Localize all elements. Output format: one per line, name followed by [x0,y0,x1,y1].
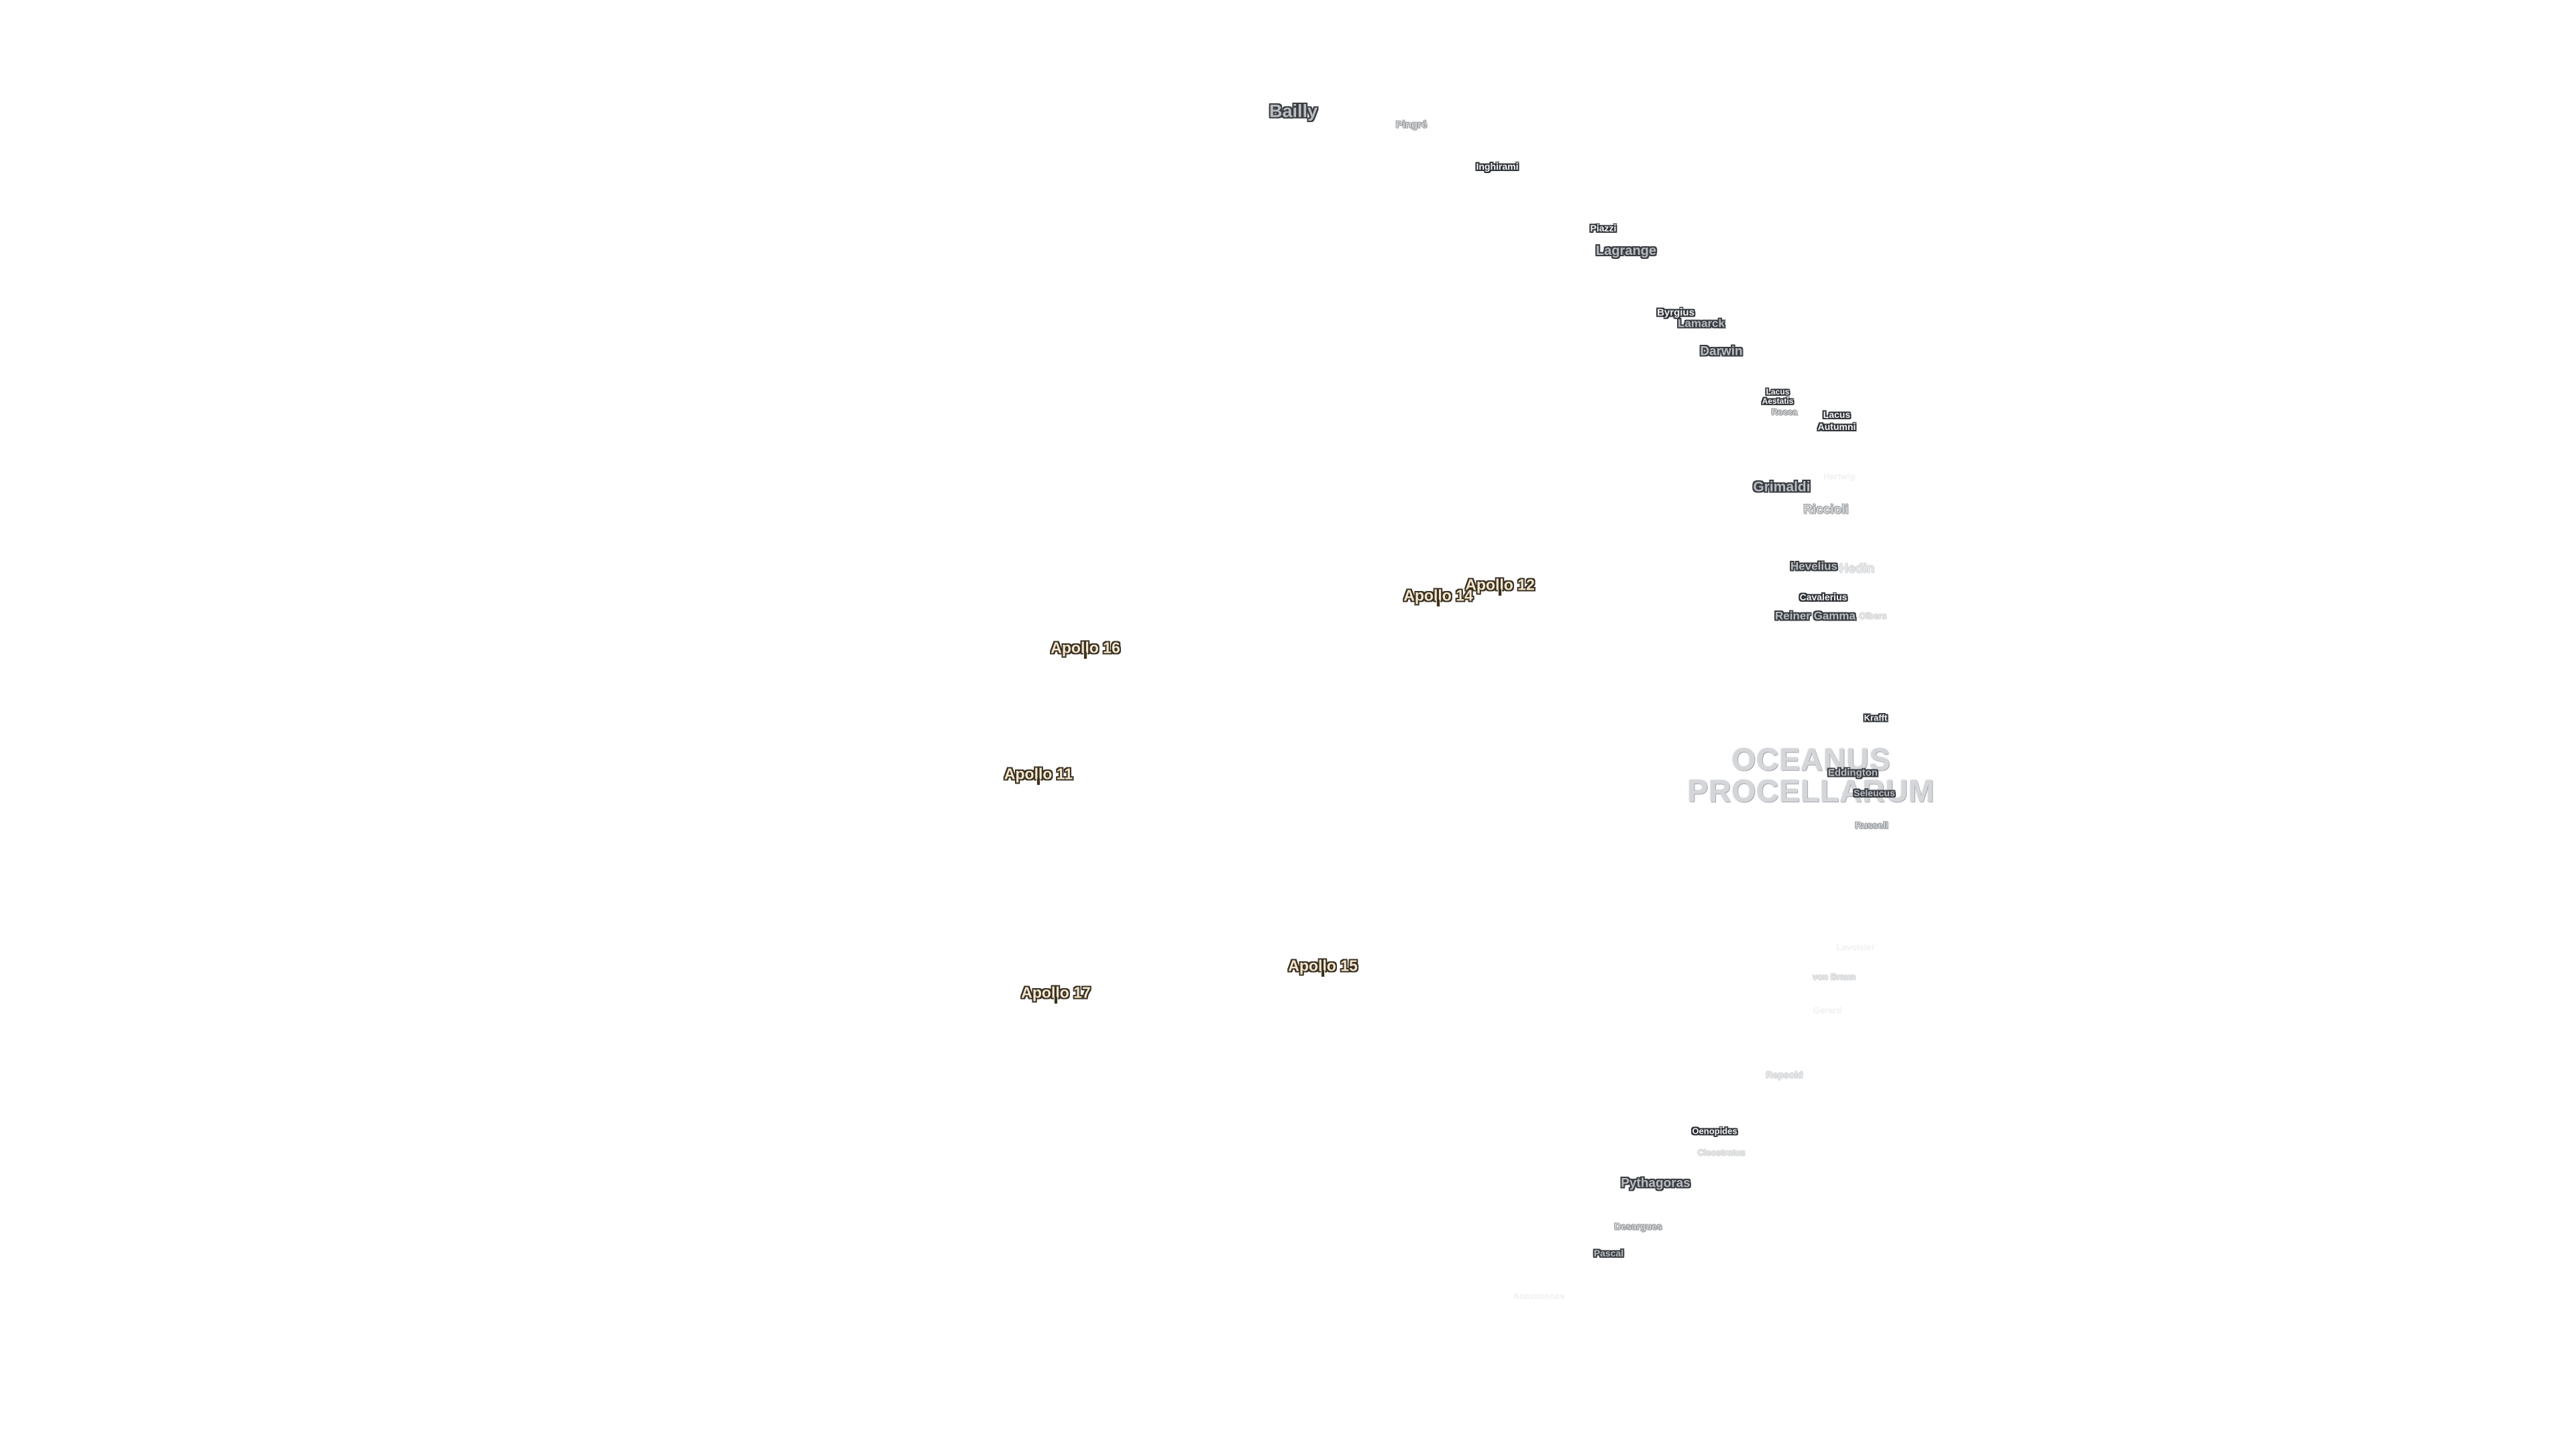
crater-label-von-braun[interactable]: von Braun [1812,971,1856,982]
apollo-label-17[interactable]: Apollo 17 [1021,983,1091,1002]
crater-label-lacus-autumni-1[interactable]: Lacus [1823,409,1851,420]
crater-label-rocca[interactable]: Rocca [1771,407,1798,417]
crater-label-anaximenes[interactable]: Anaximenes [1513,1291,1565,1301]
crater-label-gerard[interactable]: Gerard [1813,1005,1842,1016]
crater-label-russell[interactable]: Russell [1855,820,1888,830]
crater-label-riccioli[interactable]: Riccioli [1803,502,1849,517]
crater-label-inghirami[interactable]: Inghirami [1476,161,1519,172]
mare-label-line1: OCEANUS [1731,742,1891,777]
crater-label-lavoisier[interactable]: Lavoisier [1836,942,1875,953]
crater-label-olbers[interactable]: Olbers [1859,610,1887,621]
crater-label-krafft[interactable]: Krafft [1864,712,1888,723]
apollo-15-marker-icon[interactable] [1321,970,1325,977]
crater-label-piazzi[interactable]: Piazzi [1590,223,1617,233]
crater-label-hartwig[interactable]: Hartwig [1823,471,1856,482]
crater-label-repsold[interactable]: Repsold [1766,1069,1803,1080]
mare-label-line2: PROCELLARUM [1687,773,1935,808]
apollo-16-marker-icon[interactable] [1083,652,1087,659]
crater-label-byrgius[interactable]: Byrgius [1657,307,1695,319]
apollo-label-14[interactable]: Apollo 14 [1403,586,1473,604]
crater-label-lacus-autumni-2[interactable]: Autumni [1817,421,1856,432]
crater-label-reiner-gamma[interactable]: Reiner Gamma [1775,609,1856,623]
crater-label-pascal[interactable]: Pascal [1593,1248,1624,1258]
crater-label-eddington[interactable]: Eddington [1827,767,1878,779]
apollo-label-12[interactable]: Apollo 12 [1465,576,1535,594]
crater-label-hedin[interactable]: Hedin [1839,561,1875,576]
crater-label-darwin[interactable]: Darwin [1700,344,1743,359]
crater-label-lacus-aestatis-1[interactable]: Lacus [1766,387,1790,396]
crater-label-pingre[interactable]: Pingré [1395,119,1428,131]
apollo-label-15[interactable]: Apollo 15 [1288,957,1358,975]
crater-label-seleucus[interactable]: Seleucus [1854,788,1895,798]
apollo-label-16[interactable]: Apollo 16 [1051,639,1120,657]
mare-label-oceanus-procellarum: OCEANUS PROCELLARUM [1688,744,1935,807]
apollo-label-11[interactable]: Apollo 11 [1004,765,1073,783]
crater-label-hevelius[interactable]: Hevelius [1790,559,1837,573]
crater-label-pythagoras[interactable]: Pythagoras [1621,1176,1690,1191]
crater-label-grimaldi[interactable]: Grimaldi [1753,479,1811,495]
apollo-12-marker-icon[interactable] [1498,589,1502,596]
crater-label-lagrange[interactable]: Lagrange [1595,244,1657,258]
crater-label-bailly[interactable]: Bailly [1269,101,1318,121]
crater-label-desargues[interactable]: Desargues [1614,1221,1662,1232]
apollo-11-marker-icon[interactable] [1036,778,1040,785]
crater-label-cleostratus[interactable]: Cleostratus [1697,1147,1746,1158]
crater-label-cavalerius[interactable]: Cavalerius [1799,592,1847,602]
apollo-14-marker-icon[interactable] [1436,600,1440,606]
crater-label-lacus-aestatis-2[interactable]: Aestatis [1762,396,1794,406]
crater-label-lamarck[interactable]: Lamarck [1678,317,1725,330]
apollo-17-marker-icon[interactable] [1054,997,1058,1004]
crater-label-oenopides[interactable]: Oenopides [1692,1126,1737,1136]
